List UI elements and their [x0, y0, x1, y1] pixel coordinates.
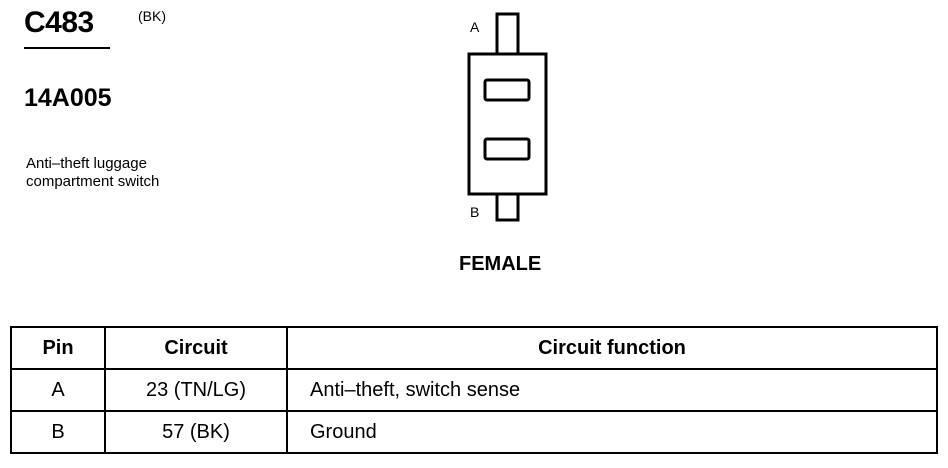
connector-id-underline — [24, 47, 110, 49]
cell-circuit-function: Anti–theft, switch sense — [286, 368, 938, 412]
cell-circuit-function: Ground — [286, 410, 938, 454]
pin-b-label: B — [470, 204, 480, 220]
table-row: B 57 (BK) Ground — [10, 410, 938, 454]
pin-a-label: A — [470, 19, 480, 35]
description-line-1: Anti–theft luggage — [26, 155, 147, 172]
table-row: A 23 (TN/LG) Anti–theft, switch sense — [10, 368, 938, 412]
description-line-2: compartment switch — [26, 173, 160, 190]
table-header-row: Pin Circuit Circuit function — [10, 326, 938, 370]
cell-circuit: 23 (TN/LG) — [104, 368, 288, 412]
connector-color-code: (BK) — [138, 8, 166, 24]
cell-circuit: 57 (BK) — [104, 410, 288, 454]
connector-id: C483 — [24, 6, 94, 39]
connector-housing — [467, 52, 548, 196]
cell-pin: A — [10, 368, 106, 412]
cavity-b — [483, 137, 531, 161]
cell-pin: B — [10, 410, 106, 454]
pin-a-terminal — [495, 12, 520, 56]
connector-face-diagram — [467, 12, 548, 222]
part-number: 14A005 — [24, 84, 112, 112]
pin-table: Pin Circuit Circuit function A 23 (TN/LG… — [10, 326, 938, 454]
header-circuit-function: Circuit function — [286, 326, 938, 370]
connector-gender-label: FEMALE — [459, 253, 542, 275]
header-circuit: Circuit — [104, 326, 288, 370]
cavity-a — [483, 78, 531, 102]
header-pin: Pin — [10, 326, 106, 370]
component-description: Anti–theft luggage compartment switch — [26, 155, 226, 191]
